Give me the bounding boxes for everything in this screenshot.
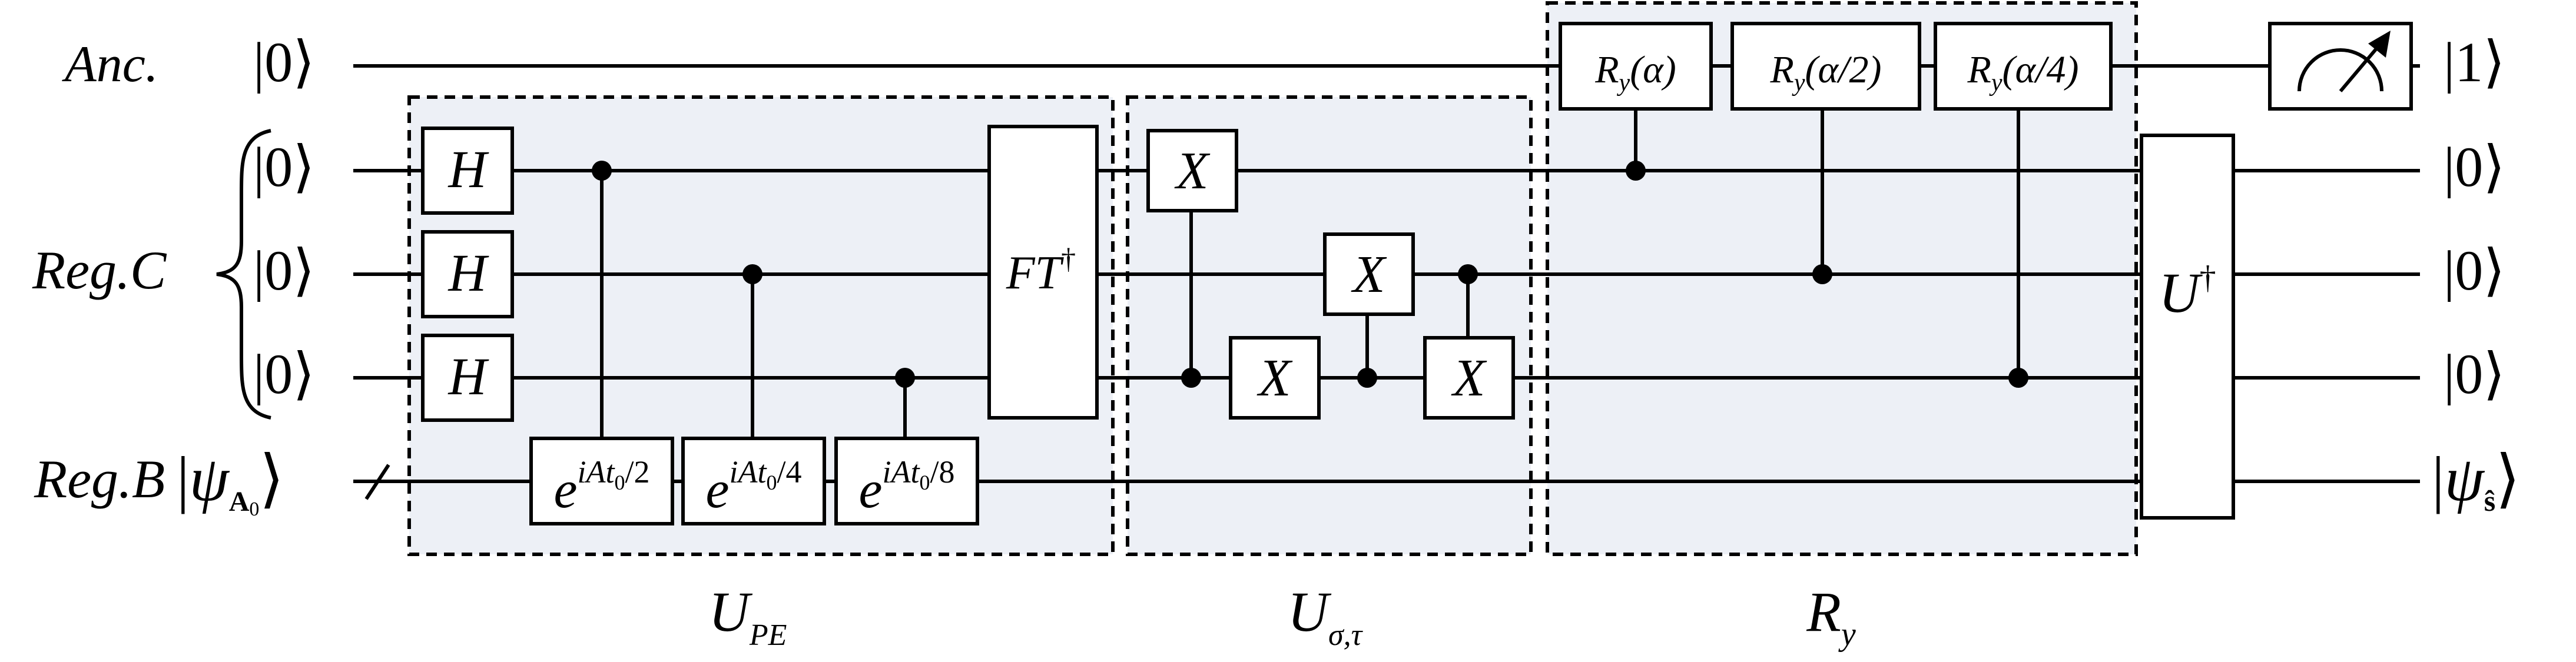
- ft-dagger-gate: [987, 125, 1099, 420]
- ket-out-c1: |0⟩: [2444, 135, 2505, 198]
- exp-gate-3: eiAt0/8: [859, 454, 955, 519]
- block-label-ry: Ry: [1806, 580, 1856, 653]
- ft-dagger-label: FT†: [1006, 242, 1076, 299]
- input-kets: |0⟩ |0⟩ |0⟩ |0⟩ |ψA0⟩: [177, 31, 315, 520]
- label-reg-c: Reg.C: [32, 240, 167, 300]
- ket-in-c2: |0⟩: [253, 239, 315, 302]
- x-gate-4: X: [1451, 349, 1487, 407]
- ket-in-c1: |0⟩: [253, 135, 315, 198]
- ket-in-anc: |0⟩: [253, 31, 315, 94]
- label-anc: Anc.: [62, 36, 158, 93]
- x-gate-3: X: [1351, 245, 1387, 304]
- output-kets: |1⟩ |0⟩ |0⟩ |0⟩ |ψŝ⟩: [2432, 31, 2520, 517]
- hadamard-gates: H H H: [421, 127, 514, 422]
- ket-out-c2: |0⟩: [2444, 239, 2505, 302]
- ket-in-b: |ψA0⟩: [177, 444, 284, 520]
- u-dagger-label: U†: [2159, 260, 2216, 324]
- exp-gate-2: eiAt0/4: [706, 454, 802, 519]
- exp-gate-1: eiAt0/2: [554, 454, 650, 519]
- x-gate-2: X: [1257, 349, 1293, 407]
- ket-out-anc: |1⟩: [2444, 31, 2505, 94]
- meter-icon: [2268, 22, 2413, 111]
- control-dots: [592, 161, 2028, 388]
- ry-gate-2: Ry(α/2): [1770, 48, 1882, 97]
- ket-out-b: |ψŝ⟩: [2432, 444, 2520, 517]
- ket-in-c3: |0⟩: [253, 342, 315, 405]
- h-gate-3: H: [448, 348, 490, 406]
- x-gate-1: X: [1175, 142, 1211, 200]
- h-gate-2: H: [448, 244, 490, 302]
- ket-out-c3: |0⟩: [2444, 342, 2505, 405]
- ry-gate-1: Ry(α): [1594, 48, 1676, 97]
- x-gates: X X X X: [1146, 129, 1515, 420]
- u-dagger-gate: [2140, 134, 2235, 520]
- ry-gate-3: Ry(α/4): [1967, 48, 2079, 97]
- phase-estimation-gates: eiAt0/2 eiAt0/4 eiAt0/8: [529, 437, 979, 525]
- block-label-usig: Uσ,τ: [1288, 580, 1364, 652]
- label-reg-b: Reg.B: [34, 449, 165, 509]
- brace-icon: [216, 129, 271, 420]
- slash-icon: [364, 464, 390, 500]
- ry-gates: Ry(α) Ry(α/2) Ry(α/4): [1559, 22, 2113, 111]
- h-gate-1: H: [448, 141, 490, 199]
- block-label-upe: UPE: [709, 580, 787, 652]
